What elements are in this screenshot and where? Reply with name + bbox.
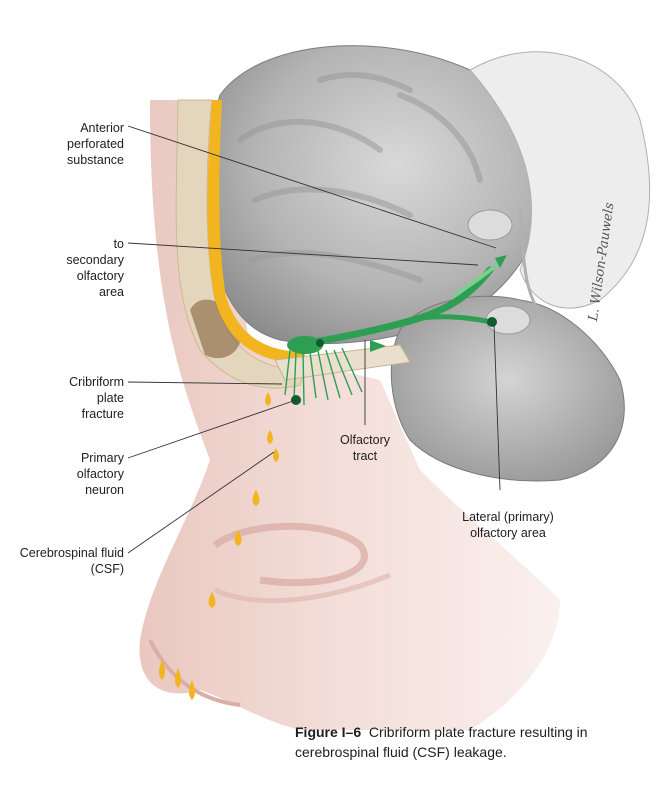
anterior-perforated-blob [468, 210, 512, 240]
bulb-neuron [316, 339, 324, 347]
figure-caption: Figure I–6 Cribriform plate fracture res… [295, 722, 645, 762]
label-primary-olfactory-neuron: Primary olfactory neuron [28, 450, 124, 498]
label-secondary-olfactory-area: to secondary olfactory area [28, 236, 124, 300]
lateral-neuron [487, 317, 497, 327]
figure-number: Figure I–6 [295, 724, 361, 740]
label-olfactory-tract: Olfactory tract [325, 432, 405, 464]
label-cerebrospinal-fluid: Cerebrospinal fluid (CSF) [4, 545, 124, 577]
label-cribriform-plate-fracture: Cribriform plate fracture [28, 374, 124, 422]
label-lateral-olfactory-area: Lateral (primary) olfactory area [448, 509, 568, 541]
label-anterior-perforated-substance: Anterior perforated substance [28, 120, 124, 168]
